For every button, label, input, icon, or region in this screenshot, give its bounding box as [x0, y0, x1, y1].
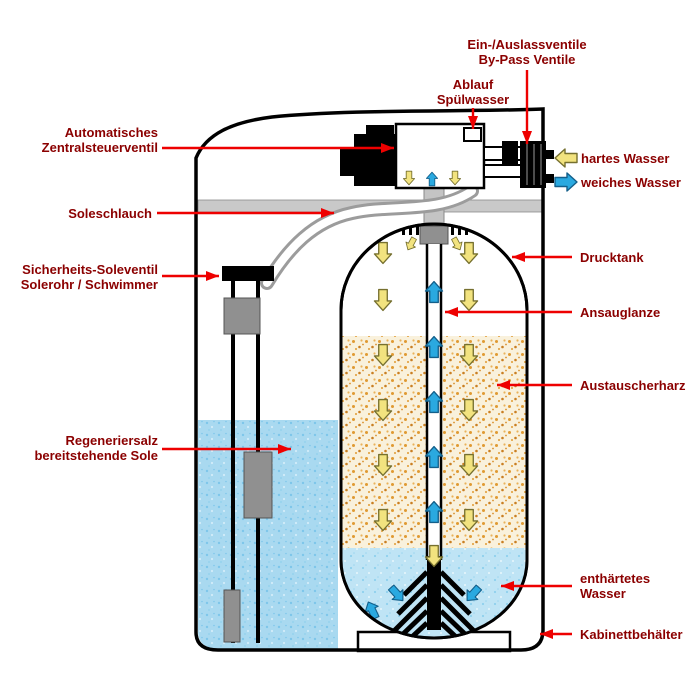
label-line: Automatisches — [64, 125, 158, 140]
label-line: bereitstehende Sole — [34, 448, 158, 463]
central-control-valve — [340, 125, 398, 186]
soft-water-outlet-arrow-icon — [554, 172, 578, 192]
label-line: enthärtetes — [580, 571, 651, 586]
float-lower — [243, 451, 273, 519]
label-softened-water: enthärtetes Wasser — [580, 571, 650, 601]
label-line: Regeneriersalz — [65, 433, 159, 448]
hard-water-inlet-arrow-icon — [554, 148, 578, 168]
label-cabinet: Kabinettbehälter — [580, 627, 683, 642]
riser-cap — [419, 225, 449, 245]
label-regen-salt: Regeneriersalz bereitstehende Sole — [34, 433, 158, 463]
label-line: Zentralsteuerventil — [41, 140, 158, 155]
label-line: Austauscherharz — [580, 378, 686, 393]
label-line: Ablauf — [452, 77, 494, 92]
pressure-tank — [339, 222, 529, 640]
label-brine-hose: Soleschlauch — [68, 206, 152, 221]
drain-outlet — [463, 127, 482, 142]
bottom-distributor — [392, 556, 476, 638]
float-upper — [223, 297, 261, 335]
label-pressure-tank: Drucktank — [580, 250, 644, 265]
label-line: Drucktank — [580, 250, 644, 265]
leader-lines — [157, 70, 572, 639]
label-hard-water: hartes Wasser — [581, 151, 669, 166]
label-line: Soleschlauch — [68, 206, 152, 221]
pipe-foot — [223, 589, 241, 643]
label-auto-valve: Automatisches Zentralsteuerventil — [42, 125, 158, 155]
brine-pipe-float — [222, 266, 274, 643]
label-line: Solerohr / Schwimmer — [20, 277, 158, 292]
label-line: Sicherheits-Soleventil — [22, 262, 158, 277]
label-line: weiches Wasser — [581, 175, 681, 190]
label-inlet-outlet: Ein-/Auslassventile By-Pass Ventile — [467, 37, 586, 67]
brine-hose-tube — [260, 184, 479, 290]
cabinet-outline — [194, 107, 545, 652]
label-line: Ein-/Auslassventile — [467, 37, 587, 52]
label-line: Ansauglanze — [580, 305, 661, 320]
label-line: Kabinettbehälter — [580, 627, 683, 642]
bypass-valves — [483, 141, 554, 188]
label-line: Wasser — [580, 586, 626, 601]
label-soft-water: weiches Wasser — [581, 175, 681, 190]
label-safety-valve: Sicherheits-Soleventil Solerohr / Schwim… — [21, 262, 158, 292]
safety-brine-valve-cap — [222, 266, 274, 281]
label-line: Spülwasser — [436, 92, 510, 107]
label-suction-lance: Ansauglanze — [580, 305, 660, 320]
label-line: hartes Wasser — [581, 151, 670, 166]
control-valve-assembly — [340, 122, 554, 190]
label-line: By-Pass Ventile — [478, 52, 576, 67]
label-drain: Ablauf Spülwasser — [437, 77, 509, 107]
label-resin: Austauscherharz — [580, 378, 685, 393]
